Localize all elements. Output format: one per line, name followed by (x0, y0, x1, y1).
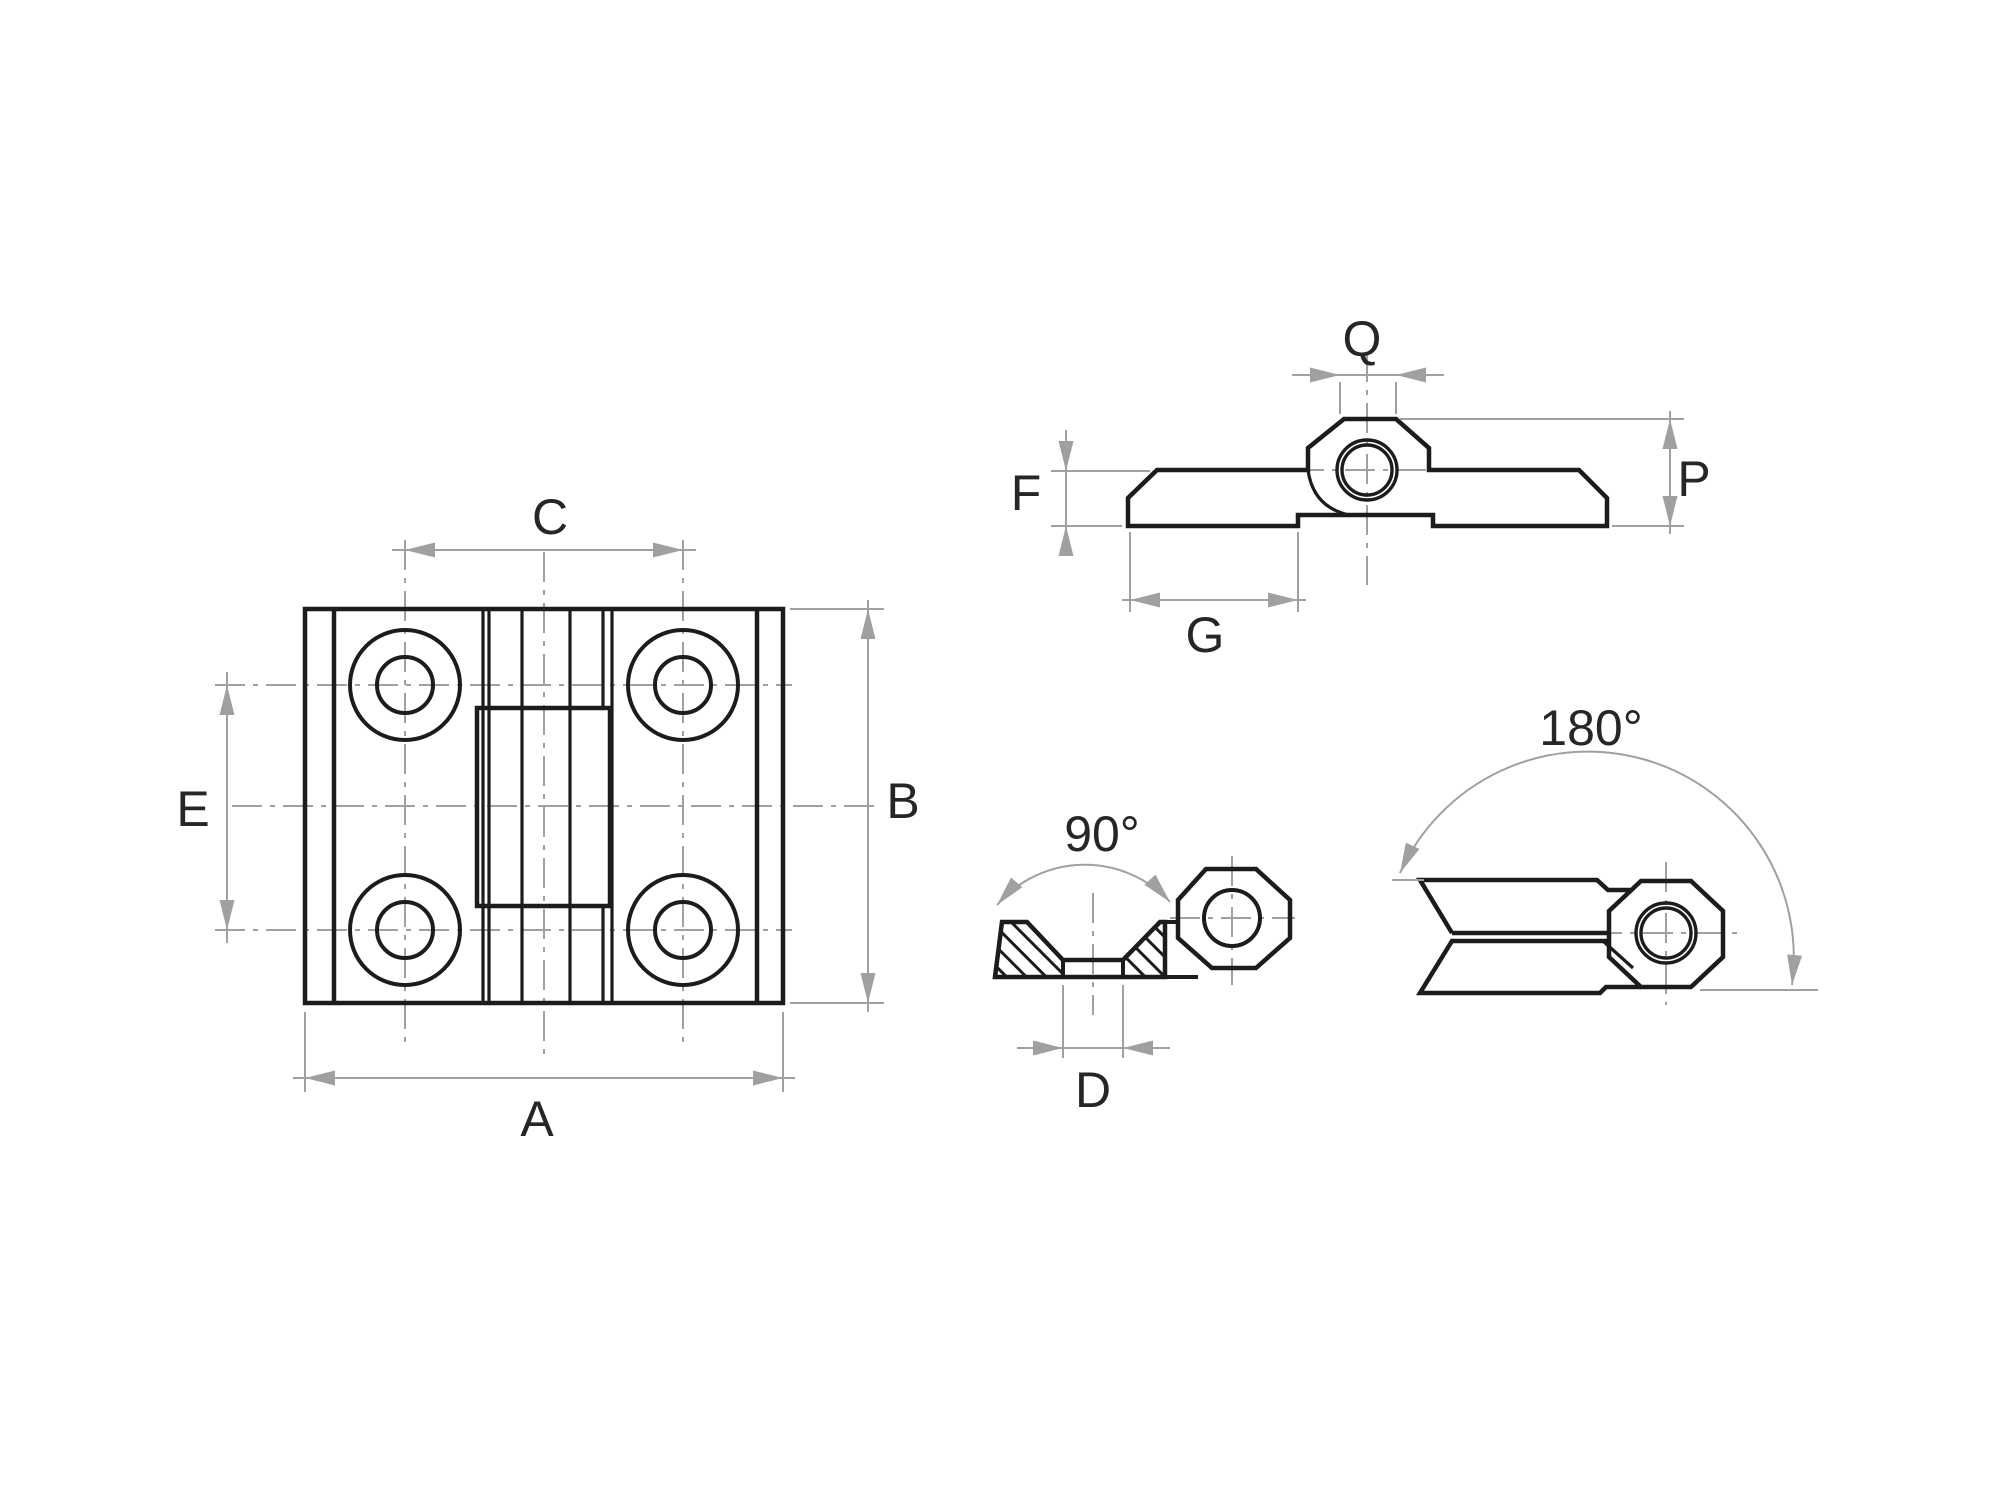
counterbore-hole (348, 628, 462, 742)
section-hatch-right (1123, 922, 1165, 977)
top-dimension-lines (1051, 374, 1684, 612)
arc-arrow (991, 877, 1023, 910)
dim-arrow (1662, 496, 1678, 526)
dim-label-e: E (176, 781, 209, 837)
front-centerlines (215, 540, 880, 1060)
hinge-knuckle-lines (481, 609, 614, 1003)
hinge-front-outline (302, 606, 786, 1006)
top-profile-view: Q P F G (1011, 311, 1711, 663)
section-hatch-left (995, 922, 1063, 977)
counterbore-hole (348, 873, 462, 987)
knuckle-octagon (1175, 866, 1293, 971)
upper-leaf (1416, 877, 1630, 936)
screw-hole (375, 655, 435, 715)
countersunk-leaf-section (992, 919, 1168, 980)
dim-arrow (1662, 419, 1678, 449)
counterbore-hole (626, 628, 740, 742)
arc-arrow (1144, 874, 1176, 908)
hinge-pin-hole-inner (1639, 906, 1693, 960)
dim-arrow (1130, 592, 1160, 608)
dim-arrow (1310, 367, 1340, 383)
angle-label-90: 90° (1064, 806, 1140, 862)
swing-arc-90 (996, 863, 1171, 906)
dim-arrow (860, 973, 876, 1003)
mounting-holes (348, 628, 740, 987)
folded-180-view: 180° (1392, 700, 1818, 1005)
arc-arrow (1784, 954, 1803, 986)
screw-hole (653, 655, 713, 715)
dim-arrow (753, 1070, 783, 1086)
swing-arc-180 (1399, 750, 1795, 986)
hinge-pin-hole-inner (1340, 443, 1394, 497)
hinge-pin-hole (1202, 888, 1262, 948)
screw-hole (653, 900, 713, 960)
dim-arrow (1058, 526, 1074, 556)
dim-arrow (1268, 592, 1298, 608)
dim-arrow (1033, 1040, 1063, 1056)
dim-arrow (219, 685, 235, 715)
dim-arrow (1058, 441, 1074, 471)
dim-arrow (1123, 1040, 1153, 1056)
folded-extension-lines (1392, 879, 1818, 991)
hinge-profile-outline (1125, 416, 1610, 529)
screw-hole (375, 900, 435, 960)
front-dimension-lines (226, 549, 884, 1092)
knuckle-octagon (1606, 878, 1726, 990)
dim-label-q: Q (1343, 311, 1382, 367)
counterbore-hole (626, 873, 740, 987)
dim-label-a: A (520, 1091, 554, 1147)
dim-label-d: D (1075, 1062, 1111, 1118)
dim-arrow (1396, 367, 1426, 383)
arc-arrow (1393, 842, 1420, 877)
lower-leaf (1415, 938, 1641, 996)
hinge-pin-hole (1634, 901, 1698, 965)
hinge-pin-hole (1335, 438, 1399, 502)
dim-arrow (219, 900, 235, 930)
dim-label-c: C (532, 489, 568, 545)
folded-centerlines (1592, 862, 1742, 1005)
dim-arrow (405, 542, 435, 558)
angle-label-180: 180° (1539, 700, 1642, 756)
front-view: C A B E (176, 489, 919, 1147)
dim-label-p: P (1677, 451, 1710, 507)
dim-arrow (653, 542, 683, 558)
knuckle-barrel-arc (1306, 469, 1350, 517)
dim-label-g: G (1186, 607, 1225, 663)
dim-label-b: B (886, 773, 919, 829)
dim-label-f: F (1011, 465, 1042, 521)
countersink-hole-walls (1061, 920, 1198, 979)
section-90-view: D 90° (991, 806, 1295, 1118)
dim-arrow (860, 609, 876, 639)
section-centerlines (1092, 856, 1295, 1015)
dim-arrow (305, 1070, 335, 1086)
